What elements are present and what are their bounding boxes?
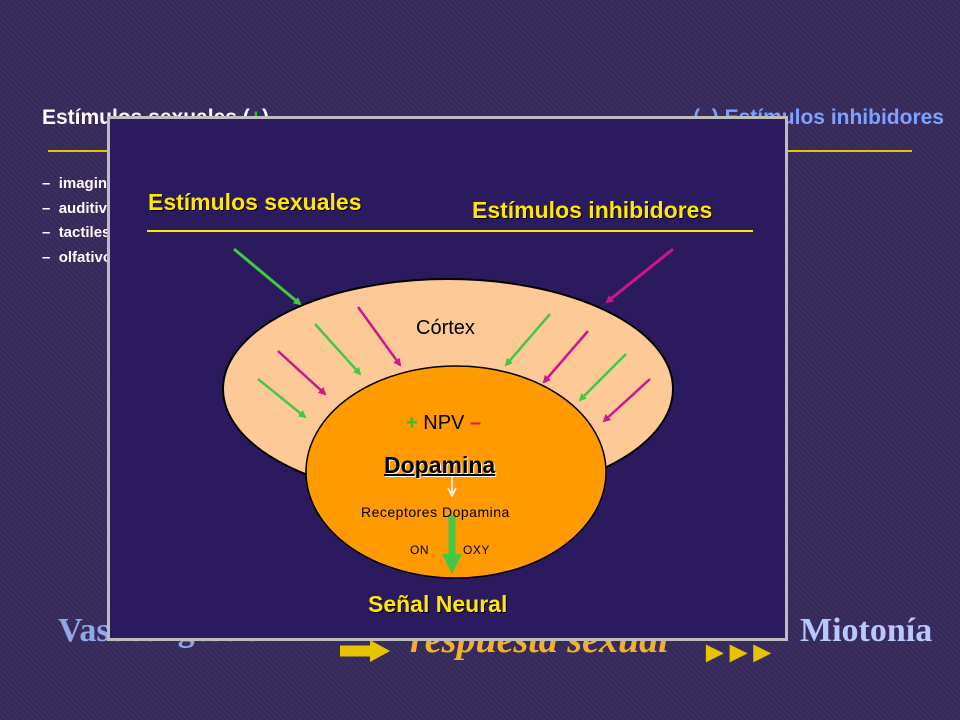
bottom-arrow-icon	[340, 640, 390, 662]
dopamine-receptors-label: Receptores Dopamina	[361, 504, 510, 520]
npv-nucleus-ellipse	[305, 365, 607, 579]
npv-minus-sign: –	[469, 412, 482, 434]
diagram-panel: Estímulos sexuales Estímulos inhibidores…	[107, 116, 788, 641]
diagram-graphics	[147, 230, 753, 579]
dopamine-label: Dopamina	[384, 452, 496, 478]
miotonia-label: Miotonía	[800, 612, 933, 649]
list-item: olfativos	[42, 246, 150, 271]
inhibitory-stimuli-title: Estímulos inhibidores	[472, 197, 713, 223]
sexual-stimuli-arrow-icon	[233, 247, 302, 306]
npv-label-group: + NPV –	[406, 412, 481, 435]
cortex-arrows	[257, 306, 651, 423]
inhibitory-stimuli-arrow-icon	[605, 247, 674, 304]
cortex-label: Córtex	[416, 317, 475, 339]
on-label: ON	[410, 543, 429, 557]
oxy-label: OXY	[463, 543, 490, 557]
chevrons-icon: ►►►	[700, 636, 777, 669]
neural-signal-label: Señal Neural	[368, 591, 508, 617]
list-item: tactiles	[42, 221, 150, 246]
npv-label: NPV	[423, 412, 465, 434]
npv-plus-sign: +	[406, 412, 418, 434]
sexual-stimuli-title: Estímulos sexuales	[148, 189, 362, 215]
